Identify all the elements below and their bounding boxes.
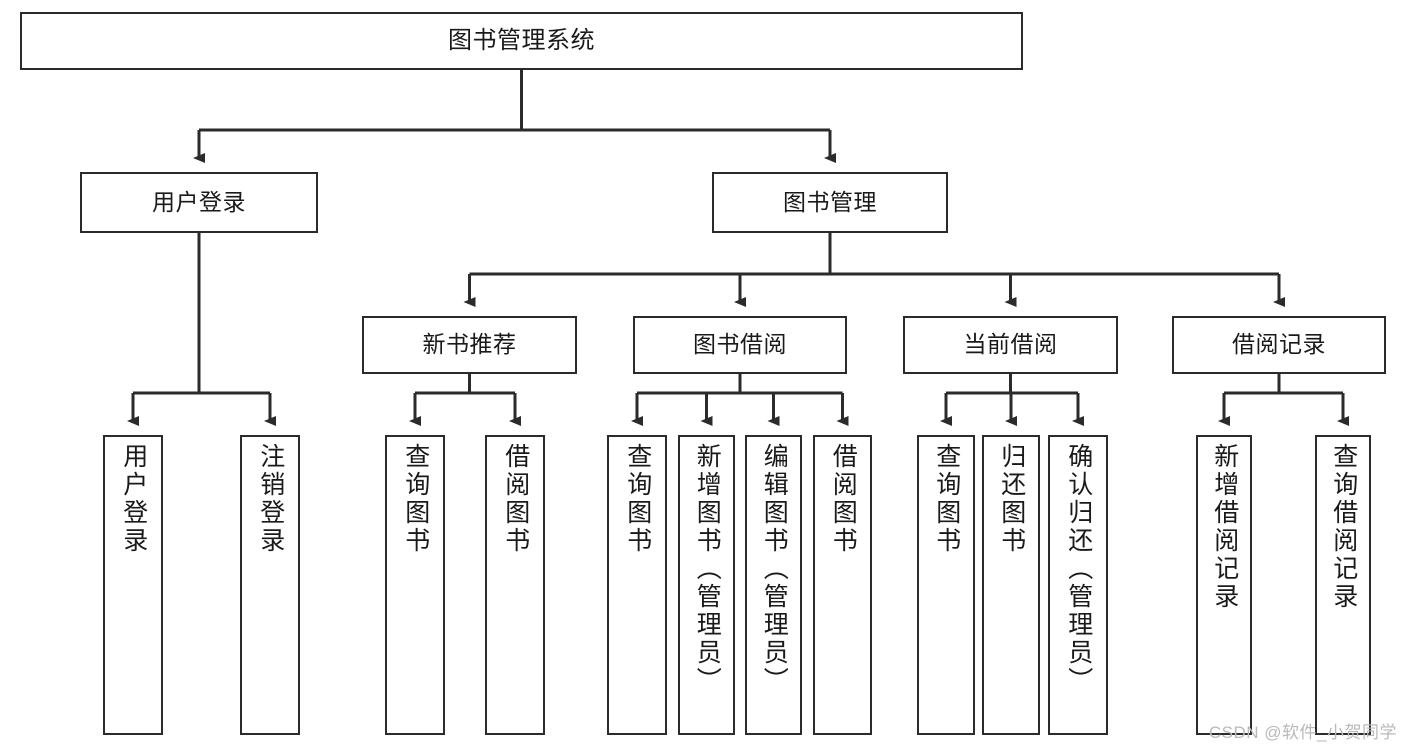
node-label: 查询图书 (623, 443, 652, 555)
node-leaf-confirm[interactable]: 确认归还（管理员） (1048, 435, 1108, 735)
node-bookmgmt[interactable]: 图书管理 (712, 172, 948, 233)
node-leaf-b2[interactable]: 借阅图书 (813, 435, 872, 735)
node-label: 借阅记录 (1232, 331, 1326, 358)
node-current[interactable]: 当前借阅 (903, 316, 1118, 374)
node-label: 图书管理 (783, 188, 877, 215)
node-label: 用户登录 (119, 443, 148, 555)
node-borrow[interactable]: 图书借阅 (633, 316, 847, 374)
node-label: 归还图书 (997, 443, 1026, 555)
node-leaf-b1[interactable]: 借阅图书 (485, 435, 545, 735)
node-label: 新增借阅记录 (1210, 443, 1239, 611)
node-label: 借阅图书 (501, 443, 530, 555)
node-label: 当前借阅 (963, 331, 1058, 358)
node-label: 注销登录 (256, 443, 285, 555)
node-label: 新增图书（管理员） (693, 443, 722, 695)
node-leaf-addrec[interactable]: 新增借阅记录 (1196, 435, 1252, 735)
node-leaf-qrec[interactable]: 查询借阅记录 (1315, 435, 1371, 735)
node-label: 用户登录 (152, 188, 246, 215)
node-leaf-q2[interactable]: 查询图书 (607, 435, 667, 735)
node-leaf-q1[interactable]: 查询图书 (385, 435, 445, 735)
node-login[interactable]: 用户登录 (80, 172, 318, 233)
node-label: 确认归还（管理员） (1064, 443, 1093, 695)
node-leaf-q3[interactable]: 查询图书 (917, 435, 975, 735)
node-label: 借阅图书 (829, 443, 858, 555)
node-records[interactable]: 借阅记录 (1172, 316, 1386, 374)
node-newbooks[interactable]: 新书推荐 (362, 316, 577, 374)
edge-group (127, 70, 1349, 426)
node-leaf-return[interactable]: 归还图书 (982, 435, 1040, 735)
node-label: 新书推荐 (422, 331, 517, 358)
node-root[interactable]: 图书管理系统 (20, 12, 1023, 70)
node-label: 查询图书 (401, 443, 430, 555)
node-leaf-login[interactable]: 用户登录 (103, 435, 163, 735)
node-leaf-edit[interactable]: 编辑图书（管理员） (745, 435, 802, 735)
node-label: 查询图书 (932, 443, 961, 555)
node-leaf-add[interactable]: 新增图书（管理员） (678, 435, 735, 735)
node-label: 图书借阅 (693, 331, 787, 358)
node-label: 查询借阅记录 (1329, 443, 1358, 611)
node-label: 图书管理系统 (448, 26, 595, 54)
node-label: 编辑图书（管理员） (760, 443, 789, 695)
node-leaf-logout[interactable]: 注销登录 (240, 435, 300, 735)
watermark: CSDN @软件_小贺同学 (1208, 723, 1397, 742)
